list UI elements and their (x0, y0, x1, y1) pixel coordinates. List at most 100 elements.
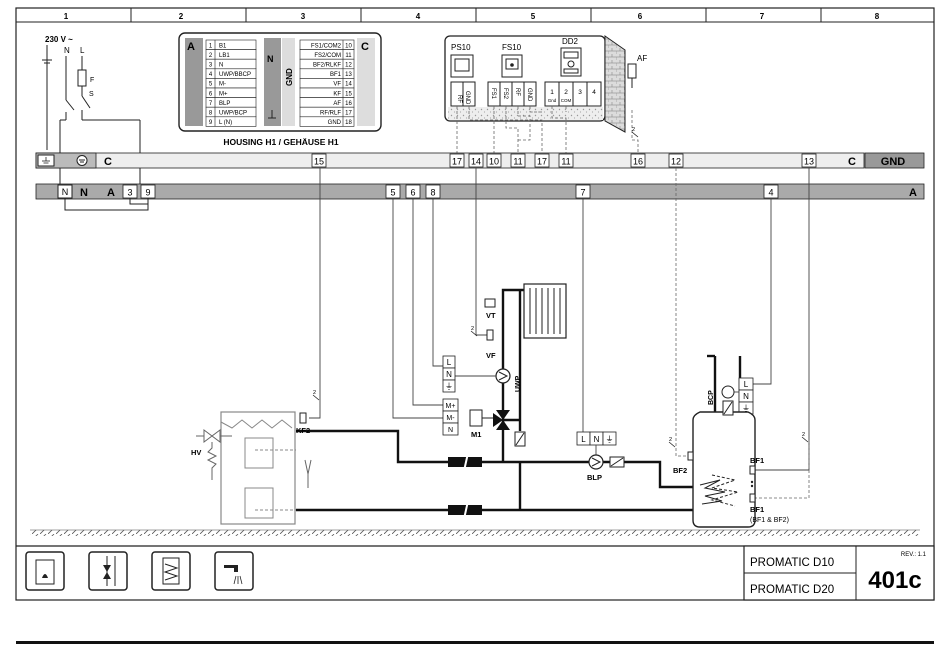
bus-c-terminal-label: 14 (471, 157, 481, 167)
dd2-pin-1: 1 (550, 89, 554, 96)
ground-line (30, 530, 920, 536)
housing-a-row-num: 1 (209, 43, 213, 49)
buffer-tank: BCP BF2 BF1 BF1 (BF1 & BF2) (673, 385, 789, 528)
bus-c-terminal (449, 153, 465, 168)
bf1-sensor-lower (749, 493, 756, 503)
bus-c-terminal-label: 16 (633, 157, 643, 167)
housing-ground-icon (268, 110, 276, 119)
housing-c-row-num: 17 (345, 111, 352, 117)
af-sensor (627, 63, 637, 79)
bus-a-terminal-label: 4 (768, 188, 773, 198)
housing-a-row-name: UWP/BBCP (219, 72, 251, 78)
fs10-pin-rf: RF (514, 88, 520, 96)
revision: REV.: 1.1 (901, 552, 927, 558)
blp-label: BLP (587, 473, 602, 482)
fuse-label: F (90, 77, 94, 84)
ps10-pin-rf: RF (456, 95, 462, 103)
fs10-pin-fs2: FS2 (502, 88, 508, 100)
bus-c-terminal (486, 153, 502, 168)
mixer-terminal-block: M+M-N (442, 398, 459, 436)
bf2-sensor (687, 451, 694, 461)
tb-blp-label: L (581, 435, 586, 444)
dd2-pin-4: 4 (592, 89, 596, 96)
housing-a-row-num: 9 (209, 120, 213, 126)
vt-label: VT (486, 311, 496, 320)
housing-c-row-num: 14 (345, 82, 352, 88)
housing-c-row-name: FS1/COM2 (311, 43, 342, 49)
supply-voltage: 230 V ~ (45, 35, 73, 44)
bus-a-terminal-label: 5 (390, 188, 395, 198)
bus-a-terminal (425, 184, 441, 199)
housing-c-row-num: 11 (345, 53, 352, 59)
housing-n-label: N (267, 54, 274, 64)
dd2-sub-com: COM (561, 98, 572, 103)
housing-a-row-num: 8 (209, 111, 213, 117)
hydraulic-piping (296, 288, 742, 512)
bus-c-terminal-label: 12 (671, 157, 681, 167)
bf1-note: (BF1 & BF2) (750, 517, 789, 524)
housing-c-row-num: 18 (345, 120, 352, 126)
room-unit-wiring (456, 106, 639, 155)
grid-col-8: 8 (875, 12, 880, 21)
tb-blp-label: ⏚ (606, 435, 614, 444)
housing-a-row-name: N (219, 63, 223, 69)
housing-c-row-num: 13 (345, 72, 352, 78)
tb-uwp-label: N (446, 370, 452, 379)
housing-a-row-num: 7 (209, 101, 213, 107)
bus-c-terminal (668, 153, 684, 168)
housing-block-c (357, 38, 375, 126)
bf1-label-upper: BF1 (750, 456, 764, 465)
bus-c-terminal (801, 153, 817, 168)
cable-mark-af: 2 (632, 127, 635, 133)
blp-pump: BLP (587, 454, 625, 482)
ps10-unit (450, 54, 474, 78)
cable-mark-kf2: 2 (313, 390, 316, 396)
bus-a-terminal-label: 7 (580, 188, 585, 198)
housing-block-c-label: C (361, 41, 369, 53)
fuse-icon (77, 69, 87, 87)
bus-a-a-label: A (107, 187, 115, 199)
housing-c-row-name: RF/RLF (320, 111, 341, 117)
bus-a-n-label: N (80, 187, 88, 199)
sensor-dashed-wiring (675, 168, 810, 499)
dd2-pin-2: 2 (564, 89, 568, 96)
bcp-terminal-block: LN⏚ (734, 377, 754, 415)
bus-c-terminal-label: 17 (537, 157, 547, 167)
supply-l-label: L (80, 46, 85, 55)
switch-label: S (89, 91, 94, 98)
housing-block-a-label: A (187, 41, 195, 53)
drawing-code: 401c (868, 567, 921, 594)
dd2-label: DD2 (562, 37, 579, 46)
bus-c-terminal-label: 11 (513, 157, 522, 167)
housing-c-row-name: KF (333, 91, 341, 97)
bus-c-terminal (534, 153, 550, 168)
housing-a-row-num: 3 (209, 63, 213, 69)
fs10-pin-fs1: FS1 (490, 88, 496, 100)
product-1: PROMATIC D10 (750, 557, 834, 569)
room-units-panel: PS10 RF GND FS10 FS1 FS2 RF GND DD2 1 2 … (444, 35, 647, 133)
mixing-valve-icon (88, 551, 128, 591)
housing-a-row-name: B1 (219, 43, 227, 49)
housing-a-row-num: 6 (209, 91, 213, 97)
housing-c-row-name: GND (328, 120, 342, 126)
bus-c-terminal-label: 13 (804, 157, 814, 167)
ground-icon (42, 157, 50, 164)
tb-bcp-label: L (744, 380, 749, 389)
bus-c-terminal-label: 17 (452, 157, 462, 167)
m1-label: M1 (471, 430, 481, 439)
tb-blp-label: N (594, 435, 600, 444)
mixing-valve-icon (493, 410, 510, 430)
bus-a-terminal-label: 6 (410, 188, 415, 198)
kf2-sensor (299, 412, 307, 424)
bus-c-terminal (510, 153, 526, 168)
bus-a-terminal (385, 184, 401, 199)
af-label: AF (637, 54, 647, 63)
bcp-pump-icon (721, 385, 735, 399)
vf-label: VF (486, 351, 496, 360)
housing-a-row-num: 5 (209, 82, 213, 88)
